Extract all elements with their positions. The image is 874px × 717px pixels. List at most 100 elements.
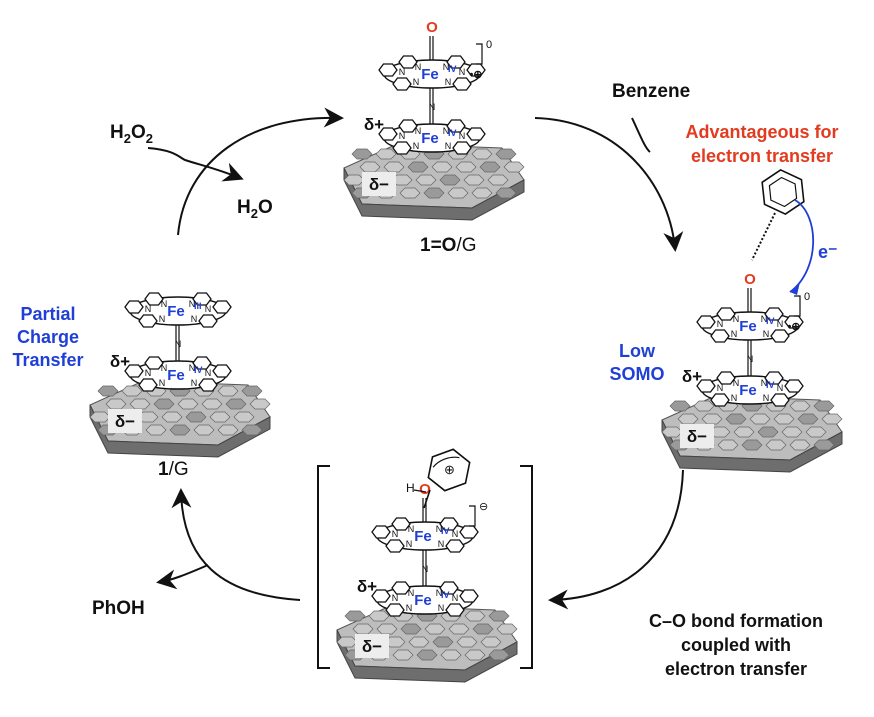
- nitrogen-atom: N: [761, 314, 768, 324]
- graphene-hexagon: [440, 649, 462, 661]
- radical-cation: •⊕: [787, 321, 800, 333]
- nitrogen-atom: N: [445, 77, 452, 87]
- nitrogen-atom: N: [413, 141, 420, 151]
- graphene-hexagon: [121, 385, 143, 397]
- graphene-hexagon: [487, 174, 509, 186]
- benzo-ring: [446, 55, 466, 69]
- nitrogen-atom: N: [159, 314, 166, 324]
- charge-bracket: [476, 43, 483, 65]
- nitrogen-atom: N: [438, 539, 445, 549]
- delta-plus-label: δ+: [364, 115, 384, 134]
- iron-oxidation-state: IV: [448, 128, 457, 138]
- iron-atom: Fe: [414, 592, 432, 609]
- graphene-hexagon: [344, 610, 366, 622]
- benzo-ring: [192, 356, 212, 370]
- nitrogen-atom: N: [761, 378, 768, 388]
- graphene-hexagon: [456, 636, 478, 648]
- iron-atom: Fe: [421, 66, 439, 83]
- graphene-hexagon: [471, 148, 493, 160]
- benzo-ring: [212, 364, 232, 378]
- graphene-hexagon: [488, 649, 510, 661]
- benzo-ring: [784, 379, 804, 393]
- oxygen-atom: O: [419, 481, 431, 498]
- co-bond-label-2: coupled with: [681, 635, 791, 655]
- graphene-hexagon: [424, 623, 446, 635]
- delta-minus-label: δ−: [362, 637, 382, 656]
- graphene-edge: [89, 404, 271, 458]
- nitrogen-atom: N: [399, 131, 406, 141]
- nitrogen-atom: N: [436, 588, 443, 598]
- partial-charge-label-3: Transfer: [12, 350, 83, 370]
- charge-bracket: [794, 295, 801, 317]
- graphene-hexagon: [789, 400, 811, 412]
- benzo-ring: [716, 371, 736, 385]
- nitrogen-atom: N: [438, 603, 445, 613]
- left-species-label: 1/G: [158, 459, 189, 480]
- graphene-hexagon: [480, 636, 502, 648]
- charge-sign: ⊖: [479, 501, 488, 513]
- benzo-ring: [459, 525, 479, 539]
- graphene-hexagon: [368, 610, 390, 622]
- benzene-label: Benzene: [612, 81, 690, 102]
- nitrogen-atom: N: [413, 77, 420, 87]
- graphene-hexagon: [375, 148, 397, 160]
- graphene-hexagon: [241, 424, 263, 436]
- iron-atom: Fe: [739, 318, 757, 335]
- graphene-hexagon: [813, 400, 835, 412]
- nitrogen-atom: N: [443, 126, 450, 136]
- nitrogen-atom: N: [415, 126, 422, 136]
- graphene-hexagon: [495, 187, 517, 199]
- nitrogen-atom: N: [717, 319, 724, 329]
- graphene-hexagon: [161, 411, 183, 423]
- benzo-ring: [445, 539, 465, 553]
- benzene-ring: [761, 169, 805, 215]
- graphene-hexagon: [137, 411, 159, 423]
- benzo-ring: [385, 539, 405, 553]
- iron-atom: Fe: [167, 303, 185, 320]
- top-species-label: 1=O/G: [420, 235, 477, 256]
- benzene-o-interaction: [751, 212, 776, 261]
- radical-cation: •⊕: [469, 69, 482, 81]
- graphene-hexagon: [472, 623, 494, 635]
- benzo-ring: [378, 63, 398, 77]
- graphene-hexagon: [351, 148, 373, 160]
- graphene-hexagon: [503, 161, 525, 173]
- benzo-ring: [398, 119, 418, 133]
- graphene-hexagon: [384, 636, 406, 648]
- graphene-hexagon: [805, 426, 827, 438]
- nitrogen-atom: N: [445, 141, 452, 151]
- nitrogen-atom: N: [415, 62, 422, 72]
- benzo-ring: [385, 603, 405, 617]
- iron-atom: Fe: [414, 528, 432, 545]
- graphene-hexagon: [392, 649, 414, 661]
- nitrogen-atom: N: [408, 588, 415, 598]
- nitrogen-atom: N: [205, 368, 212, 378]
- nitrogen-atom: N: [777, 319, 784, 329]
- delta-minus-box: [355, 634, 389, 658]
- graphene-hexagon: [821, 413, 843, 425]
- nitrogen-atom: N: [777, 383, 784, 393]
- graphene-hexagon: [217, 424, 239, 436]
- benzo-ring: [716, 307, 736, 321]
- co-bond-label-1: C–O bond formation: [649, 611, 823, 631]
- nitrogen-atom: N: [191, 378, 198, 388]
- benzo-ring: [212, 300, 232, 314]
- graphene-hexagon: [241, 385, 263, 397]
- nitrogen-atom: N: [399, 67, 406, 77]
- benzo-ring: [696, 379, 716, 393]
- nitrogen-atom: N: [205, 304, 212, 314]
- graphene-hexagon: [733, 426, 755, 438]
- bridge-nitrogen: N: [422, 564, 429, 574]
- low-somo-label-1: Low: [619, 341, 656, 361]
- nitrogen-atom: N: [189, 363, 196, 373]
- bracket-right: [520, 465, 533, 669]
- iron-oxidation-state: IV: [194, 365, 203, 375]
- graphene-hexagon: [432, 636, 454, 648]
- nitrogen-atom: N: [406, 539, 413, 549]
